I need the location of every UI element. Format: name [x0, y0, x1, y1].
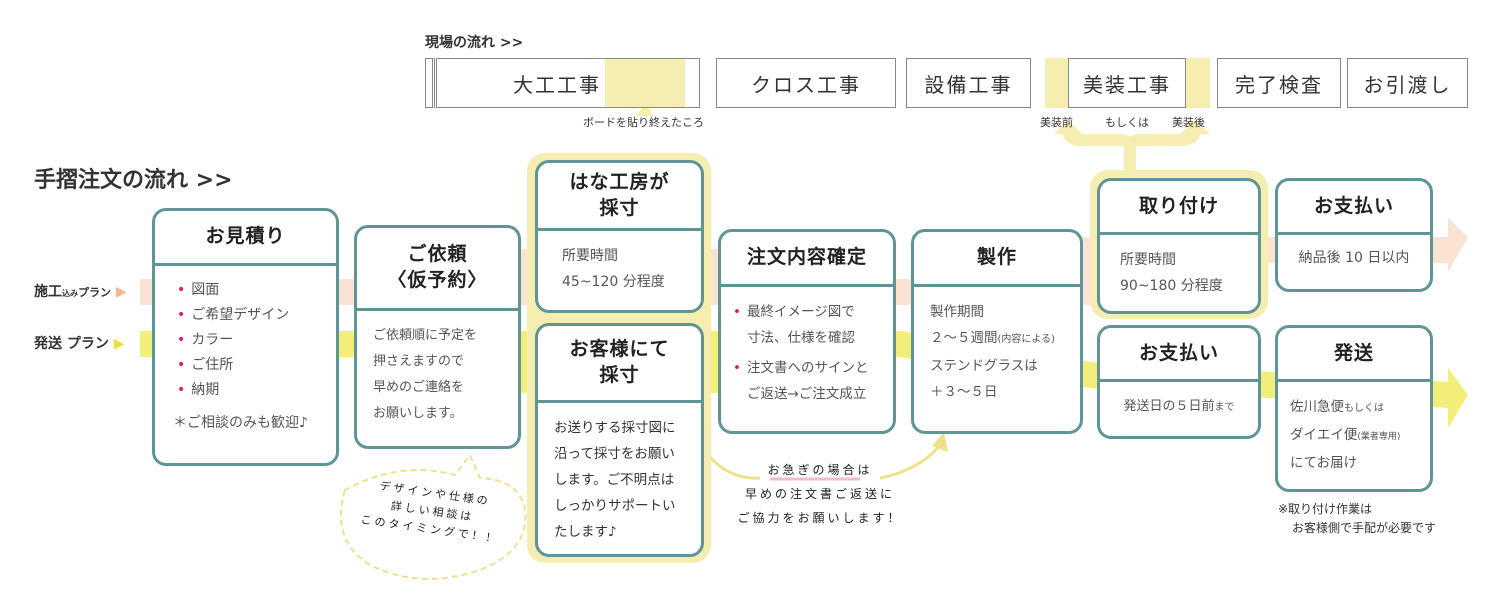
request-line: ご依頼順に予定を — [373, 328, 478, 343]
site-step-carpentry: 大工工事 — [436, 58, 700, 108]
board-note: ボードを貼り終えたころ — [583, 116, 704, 129]
install-plan-arrowhead — [1448, 218, 1468, 272]
payment-ship-text: 発送日の５日前まで — [1123, 399, 1235, 414]
request-line: お願いします。 — [373, 406, 463, 421]
payment-install-card: お支払い 納品後 10 日以内 — [1275, 178, 1433, 292]
customer-measure-title2: 採寸 — [599, 364, 640, 386]
install-card: 取り付け 所要時間 90~180 分程度 — [1097, 178, 1261, 314]
rush-note: お急ぎの場合は早めの注文書ご返送にご協力をお願いします！ — [737, 463, 903, 525]
estimate-title: お見積り — [155, 211, 336, 266]
customer-measure-title: お客様にて — [569, 338, 670, 361]
production-card: 製作 製作期間 ２～５週間(内容による) ステンドグラスは ＋３～５日 — [911, 229, 1083, 434]
request-card: ご依頼〈仮予約〉 ご依頼順に予定を 押さえますので 早めのご連絡を お願いします… — [354, 225, 521, 449]
studio-measure-line: 45~120 分程度 — [562, 274, 665, 290]
install-footnote: ※取り付け作業はお客様側で手配が必要です — [1278, 502, 1437, 535]
studio-measure-title2: 採寸 — [599, 196, 640, 219]
rush-arrow — [706, 444, 942, 480]
studio-measure-card: はな工房が採寸 所要時間 45~120 分程度 — [535, 160, 704, 313]
shipping-line: にてお届け — [1290, 455, 1358, 471]
speech-bubble — [339, 453, 527, 580]
site-step-handover: お引渡し — [1347, 58, 1468, 108]
site-step-inspection: 完了検査 — [1217, 58, 1341, 108]
arrow-up-left — [1054, 120, 1082, 134]
payment-ship-title: お支払い — [1100, 328, 1258, 382]
estimate-note: ＊ご相談のみも歓迎♪ — [173, 415, 308, 431]
order-flow-title: 手摺注文の流れ >> — [34, 168, 233, 193]
customer-measure-line: します。ご不明点は — [554, 472, 675, 488]
request-line: 押さえますので — [373, 354, 465, 369]
or-note: もしくは — [1105, 116, 1149, 129]
customer-measure-line: しっかりサポートい — [554, 498, 676, 514]
confirm-item: •最終イメージ図で寸法、仕様を確認 — [733, 304, 855, 346]
request-line: 早めのご連絡を — [373, 380, 465, 395]
estimate-card: お見積り •図面 •ご希望デザイン •カラー •ご住所 •納期 ＊ご相談のみも歓… — [152, 208, 339, 466]
production-line: 製作期間 — [930, 304, 984, 320]
site-step-cleaning: 美装工事 — [1068, 58, 1186, 108]
confirm-title: 注文内容確定 — [721, 232, 893, 287]
board-arrow — [636, 104, 654, 116]
install-title: 取り付け — [1100, 181, 1258, 235]
payment-install-text: 納品後 10 日以内 — [1298, 250, 1410, 266]
customer-measure-card: お客様にて採寸 お送りする採寸図に 沿って採寸をお願い します。ご不明点は しっ… — [535, 323, 704, 557]
site-flow-title: 現場の流れ >> — [425, 35, 524, 51]
site-step-equipment: 設備工事 — [906, 58, 1031, 108]
studio-measure-title: はな工房が — [569, 170, 670, 193]
estimate-item: •納期 — [177, 382, 220, 398]
request-subtitle: 〈仮予約〉 — [387, 269, 488, 291]
customer-measure-line: たします♪ — [554, 524, 617, 540]
confirm-card: 注文内容確定 •最終イメージ図で寸法、仕様を確認 •注文書へのサインとご返送→ご… — [718, 229, 896, 434]
ship-plan-label: 発送 プラン ▶ — [34, 336, 125, 352]
request-title: ご依頼 — [407, 243, 468, 266]
production-line: ステンドグラスは — [930, 358, 1038, 374]
install-line: 所要時間 — [1120, 252, 1176, 268]
before-cleaning-note: 美装前 — [1040, 116, 1073, 129]
install-line: 90~180 分程度 — [1120, 278, 1223, 294]
shipping-title: 発送 — [1278, 328, 1430, 382]
production-line: ２～５週間(内容による) — [930, 330, 1056, 346]
install-plan-label: 施工込みプラン ▶ — [34, 284, 127, 300]
payment-ship-card: お支払い 発送日の５日前まで — [1097, 325, 1261, 439]
site-flow-start — [425, 58, 435, 108]
shipping-line: ダイエイ便(業者専用) — [1290, 427, 1401, 443]
confirm-item: •注文書へのサインとご返送→ご注文成立 — [733, 360, 869, 402]
estimate-item: •ご希望デザイン — [177, 307, 290, 323]
studio-measure-line: 所要時間 — [562, 248, 618, 264]
customer-measure-line: 沿って採寸をお願い — [554, 446, 675, 462]
after-cleaning-note: 美装後 — [1172, 116, 1205, 129]
production-line: ＋３～５日 — [930, 384, 998, 400]
shipping-card: 発送 佐川急便もしくは ダイエイ便(業者専用) にてお届け — [1275, 325, 1433, 492]
estimate-item: •図面 — [177, 282, 220, 298]
customer-measure-line: お送りする採寸図に — [554, 420, 676, 436]
site-step-wallpaper: クロス工事 — [716, 58, 896, 108]
ship-plan-arrowhead — [1448, 368, 1468, 428]
estimate-item: •ご住所 — [177, 357, 234, 373]
shipping-line: 佐川急便もしくは — [1290, 399, 1384, 415]
production-title: 製作 — [914, 232, 1080, 287]
arrow-up-right — [1180, 120, 1210, 134]
payment-install-title: お支払い — [1278, 181, 1430, 235]
branch-arrow — [1062, 129, 1201, 172]
estimate-item: •カラー — [177, 332, 234, 348]
